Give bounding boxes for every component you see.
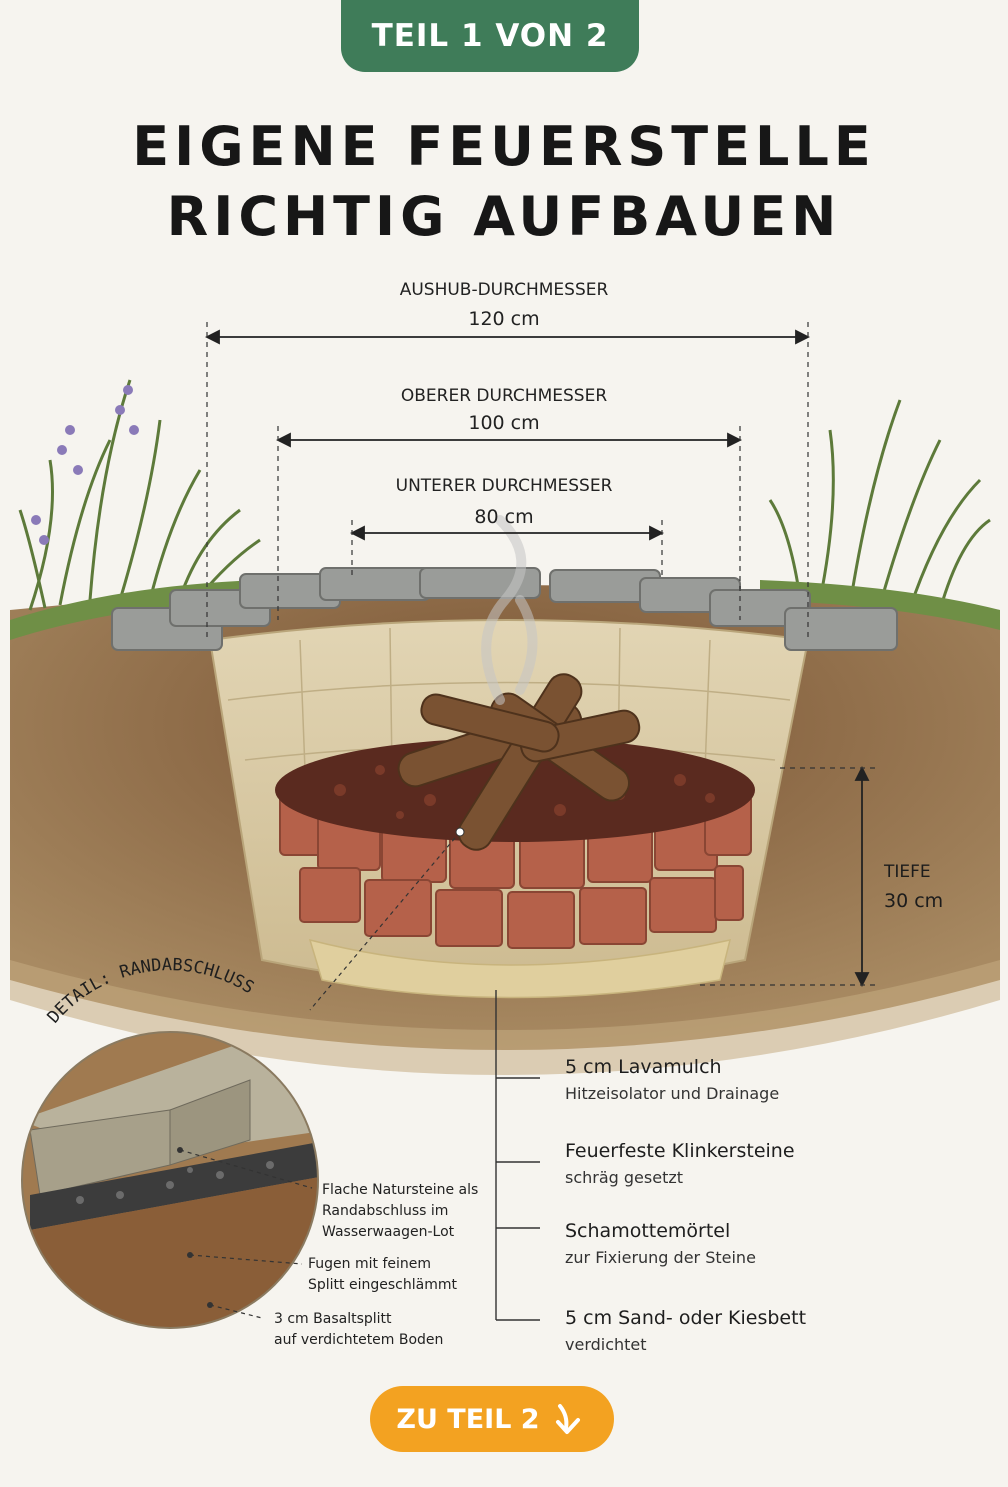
coping-stones [111, 567, 898, 651]
detail-note-basalt: 3 cm Basaltsplitt auf verdichtetem Boden [274, 1309, 443, 1351]
excavation-value: 120 cm [468, 308, 540, 330]
top-diameter-value: 100 cm [468, 412, 540, 434]
bottom-diameter-value: 80 cm [474, 506, 534, 528]
smoke [481, 515, 538, 705]
bottom-diameter-label: UNTERER DURCHMESSER [395, 476, 613, 496]
note-line: Flache Natursteine als [322, 1182, 479, 1198]
sand-bed [308, 938, 732, 999]
detail-circle [22, 1032, 318, 1328]
depth-value: 30 cm [884, 890, 944, 912]
layer-title: Feuerfeste Klinkersteine [565, 1140, 795, 1162]
layer-title: 5 cm Lavamulch [565, 1056, 722, 1078]
layer-sand-gravel-bed: 5 cm Sand- oder Kiesbett verdichtet [565, 1307, 806, 1354]
next-part-label: ZU TEIL 2 [396, 1403, 540, 1435]
layer-callout-lines [495, 990, 540, 1321]
depth-label: TIEFE [884, 862, 931, 882]
note-line: Fugen mit feinem [308, 1256, 432, 1272]
note-line: Wasserwaagen-Lot [322, 1224, 455, 1240]
next-part-button[interactable]: ZU TEIL 2 [370, 1386, 614, 1452]
arrow-down-right-icon [555, 1404, 580, 1434]
layer-subtitle: Hitzeisolator und Drainage [565, 1084, 780, 1103]
grass-right [768, 399, 991, 611]
detail-note-joints: Fugen mit feinem Splitt eingeschlämmt [308, 1254, 457, 1296]
top-diameter-label: OBERER DURCHMESSER [400, 386, 608, 406]
title-line-1: EIGENE FEUERSTELLE [132, 115, 876, 178]
note-line: Randabschluss im [322, 1203, 449, 1219]
layer-subtitle: verdichtet [565, 1335, 647, 1354]
part-badge: TEIL 1 VON 2 [341, 0, 639, 72]
detail-note-stones: Flache Natursteine als Randabschluss im … [322, 1180, 478, 1243]
logs [397, 673, 641, 851]
layer-clinker-bricks: Feuerfeste Klinkersteine schräg gesetzt [565, 1140, 795, 1187]
lavender-flowers [31, 385, 139, 545]
layer-subtitle: schräg gesetzt [565, 1168, 684, 1187]
note-line: auf verdichtetem Boden [274, 1332, 444, 1348]
note-line: 3 cm Basaltsplitt [274, 1311, 392, 1327]
title-line-2: RICHTIG AUFBAUEN [166, 185, 842, 248]
note-line: Splitt eingeschlämmt [308, 1277, 457, 1293]
layer-title: Schamottemörtel [565, 1220, 731, 1242]
layer-fireclay-mortar: Schamottemörtel zur Fixierung der Steine [565, 1220, 756, 1267]
grass-left [18, 379, 261, 611]
excavation-label: AUSHUB-DURCHMESSER [399, 280, 609, 300]
layer-title: 5 cm Sand- oder Kiesbett [565, 1307, 807, 1329]
layer-lava-mulch: 5 cm Lavamulch Hitzeisolator und Drainag… [565, 1056, 779, 1103]
page-title: EIGENE FEUERSTELLE RICHTIG AUFBAUEN [0, 112, 1008, 252]
dimension-lines [204, 329, 870, 988]
layer-subtitle: zur Fixierung der Steine [565, 1248, 756, 1267]
part-badge-label: TEIL 1 VON 2 [371, 18, 609, 54]
